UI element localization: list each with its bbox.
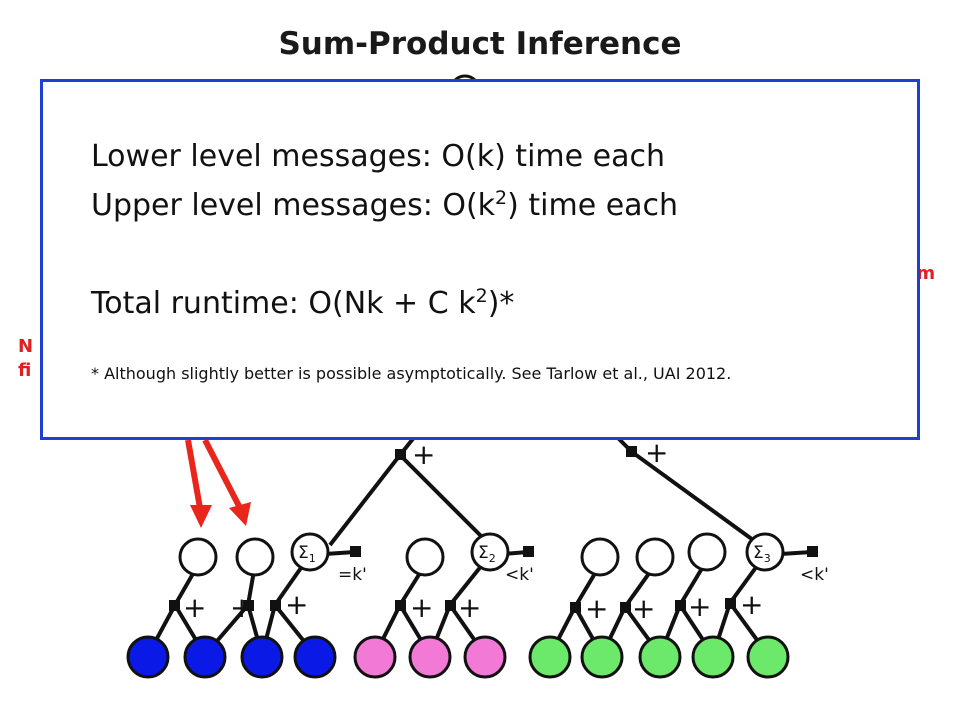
factor-square bbox=[395, 600, 406, 611]
leaf-node-green bbox=[528, 635, 572, 679]
leaf-node-blue bbox=[183, 635, 227, 679]
constraint-square bbox=[523, 546, 534, 557]
plus-signs: + + + + + + + + + + + bbox=[183, 436, 763, 625]
hidden-node bbox=[405, 537, 445, 577]
svg-text:Σ2: Σ2 bbox=[478, 543, 496, 565]
svg-text:Σ1: Σ1 bbox=[298, 543, 316, 565]
hidden-node bbox=[178, 537, 218, 577]
svg-text:Σ3: Σ3 bbox=[753, 543, 771, 565]
hidden-nodes bbox=[178, 532, 785, 577]
plus-label: + bbox=[632, 592, 655, 625]
overlay-box: Lower level messages: O(k) time each Upp… bbox=[40, 79, 920, 440]
factor-square bbox=[725, 598, 736, 609]
factor-square bbox=[270, 600, 281, 611]
constraint-square bbox=[350, 546, 361, 557]
factor-square bbox=[169, 600, 180, 611]
leaf-node-pink bbox=[463, 635, 507, 679]
plus-label: + bbox=[458, 591, 481, 624]
leaf-node-blue bbox=[126, 635, 170, 679]
leaf-node-pink bbox=[353, 635, 397, 679]
plus-label: + bbox=[740, 588, 763, 621]
partial-note-left: N fi bbox=[18, 336, 34, 381]
constraint-label: <k' bbox=[800, 565, 829, 585]
factor-square bbox=[675, 600, 686, 611]
hidden-node bbox=[235, 537, 275, 577]
slide-title: Sum-Product Inference bbox=[278, 26, 682, 62]
plus-label: + bbox=[183, 591, 206, 624]
plus-label: + bbox=[412, 438, 435, 471]
plus-label: + bbox=[645, 436, 668, 469]
leaf-node-pink bbox=[408, 635, 452, 679]
plus-label: + bbox=[688, 590, 711, 623]
leaf-node-blue bbox=[293, 635, 337, 679]
factor-square bbox=[243, 600, 254, 611]
factor-squares bbox=[169, 446, 818, 613]
plus-label: + bbox=[285, 588, 308, 621]
constraint-label: =k' bbox=[338, 565, 367, 585]
sigma-node-2 bbox=[470, 532, 510, 572]
sigma-node-3 bbox=[745, 532, 785, 572]
factor-square bbox=[395, 449, 406, 460]
leaf-node-green bbox=[746, 635, 790, 679]
factor-square bbox=[570, 602, 581, 613]
hidden-node bbox=[580, 537, 620, 577]
factor-square bbox=[620, 602, 631, 613]
upper-level-messages-text: Upper level messages: O(k2) time each bbox=[91, 187, 679, 223]
plus-label: + bbox=[230, 591, 253, 624]
leaf-node-blue bbox=[240, 635, 284, 679]
red-arrows bbox=[185, 438, 251, 528]
factor-square bbox=[626, 446, 637, 457]
leaf-node-green bbox=[580, 635, 624, 679]
lower-level-messages-text: Lower level messages: O(k) time each bbox=[91, 139, 665, 174]
plus-label: + bbox=[585, 592, 608, 625]
hidden-node bbox=[687, 532, 727, 572]
leaf-node-green bbox=[638, 635, 682, 679]
constraint-label: <k' bbox=[505, 565, 534, 585]
leaf-nodes bbox=[126, 635, 790, 679]
plus-label: + bbox=[410, 591, 433, 624]
constraint-labels: =k' <k' <k' bbox=[338, 565, 829, 585]
constraint-square bbox=[807, 546, 818, 557]
footnote: * Although slightly better is possible a… bbox=[91, 364, 732, 383]
sigma-labels: Σ1 Σ2 Σ3 bbox=[298, 543, 771, 565]
factor-square bbox=[445, 600, 456, 611]
leaf-node-green bbox=[691, 635, 735, 679]
total-runtime-text: Total runtime: O(Nk + C k2)* bbox=[91, 285, 515, 321]
hidden-node bbox=[635, 537, 675, 577]
sigma-node-1 bbox=[290, 532, 330, 572]
